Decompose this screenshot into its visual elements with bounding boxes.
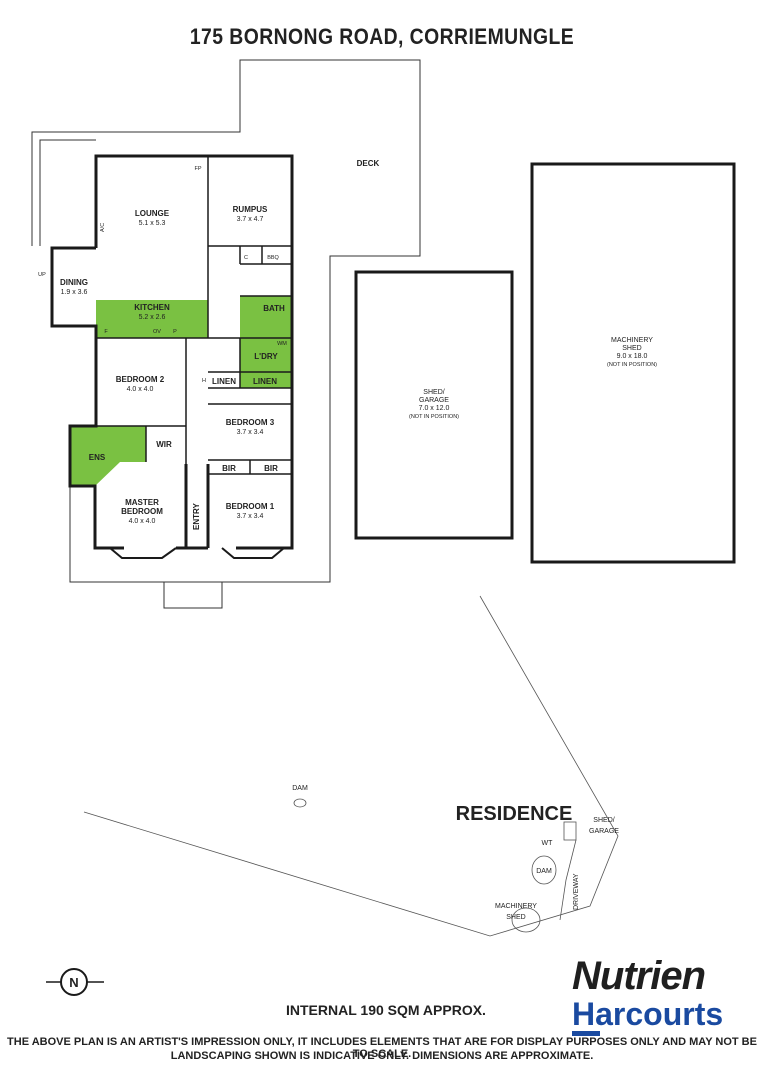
north-label: N (69, 975, 78, 990)
ens-label: ENS (89, 453, 106, 462)
machinery-note: (NOT IN POSITION) (607, 362, 657, 368)
disclaimer-line-2: LANDSCAPING SHOWN IS INDICATIVE ONLY. DI… (170, 1050, 594, 1062)
shed-garage (354, 270, 514, 540)
machinery-shed (530, 162, 736, 564)
logo-accent-bar (572, 1031, 600, 1036)
lounge-dims: 5.1 x 5.3 (139, 220, 166, 227)
aircon-label: A/C (100, 223, 106, 232)
entry-label: ENTRY (192, 503, 201, 530)
washing-machine-label: WM (277, 341, 287, 347)
disclaimer-line-1: THE ABOVE PLAN IS AN ARTIST'S IMPRESSION… (7, 1036, 757, 1060)
heater-label: H (202, 378, 206, 384)
lounge-label: LOUNGE (135, 209, 170, 218)
rumpus-label: RUMPUS (233, 205, 268, 214)
site-machinery-label-2: SHED (506, 914, 525, 921)
driveway-label: DRIVEWAY (573, 873, 580, 910)
site-dam-label: DAM (536, 868, 552, 875)
bedroom1-label: BEDROOM 1 (226, 502, 275, 511)
site-plan (83, 595, 619, 937)
linen1-label: LINEN (212, 377, 236, 386)
site-shed-label-2: GARAGE (589, 828, 619, 835)
bedroom3-dims: 3.7 x 3.4 (237, 429, 264, 436)
shed-dims: 7.0 x 12.0 (419, 405, 450, 412)
bedroom3-label: BEDROOM 3 (226, 418, 275, 427)
dining-dims: 1.9 x 3.6 (61, 289, 88, 296)
bedroom2-dims: 4.0 x 4.0 (127, 386, 154, 393)
north-arrow: N (46, 968, 104, 996)
pantry-label: P (173, 329, 177, 335)
fridge-label: F (104, 329, 108, 335)
oven-label: OV (153, 329, 161, 335)
water-tank-label: WT (542, 840, 554, 847)
fireplace-label: FP (194, 166, 201, 172)
kitchen-label: KITCHEN (134, 303, 170, 312)
interior-walls (96, 156, 292, 475)
internal-area: INTERNAL 190 SQM APPROX. (286, 1002, 486, 1018)
logo-harcourts: Harcourts (572, 996, 724, 1032)
linen2-label: LINEN (253, 377, 277, 386)
master-label-1: MASTER (125, 498, 159, 507)
bedroom2-label: BEDROOM 2 (116, 375, 165, 384)
bir2-label: BIR (264, 464, 278, 473)
bay-windows (109, 547, 285, 559)
logo-nutrien: Nutrien (572, 954, 706, 998)
shed-label-1: SHED/ (423, 389, 444, 396)
house-walls (50, 154, 294, 550)
wir-label: WIR (156, 440, 172, 449)
shed-label-2: GARAGE (419, 397, 449, 404)
shed-note: (NOT IN POSITION) (409, 414, 459, 420)
site-machinery-label-1: MACHINERY (495, 903, 537, 910)
bbq-label: BBQ (267, 255, 279, 261)
kitchen-dims: 5.2 x 2.6 (139, 314, 166, 321)
bath-label: BATH (263, 304, 285, 313)
dam-top-label: DAM (292, 785, 308, 792)
page-title: 175 BORNONG ROAD, CORRIEMUNGLE (189, 24, 575, 49)
master-label-2: BEDROOM (121, 507, 163, 516)
verandah (31, 59, 421, 609)
machinery-label-1: MACHINERY (611, 337, 653, 344)
master-dims: 4.0 x 4.0 (129, 518, 156, 525)
machinery-dims: 9.0 x 18.0 (617, 353, 648, 360)
rumpus-dims: 3.7 x 4.7 (237, 216, 264, 223)
laundry-label: L'DRY (254, 352, 278, 361)
bir1-label: BIR (222, 464, 236, 473)
dining-label: DINING (60, 278, 88, 287)
residence-label: RESIDENCE (456, 803, 573, 825)
step-up-label: UP (38, 272, 46, 278)
deck-label: DECK (357, 159, 380, 168)
cupboard-label: C (244, 255, 248, 261)
machinery-label-2: SHED (622, 345, 641, 352)
bedroom1-dims: 3.7 x 3.4 (237, 513, 264, 520)
site-shed-label-1: SHED/ (593, 817, 614, 824)
